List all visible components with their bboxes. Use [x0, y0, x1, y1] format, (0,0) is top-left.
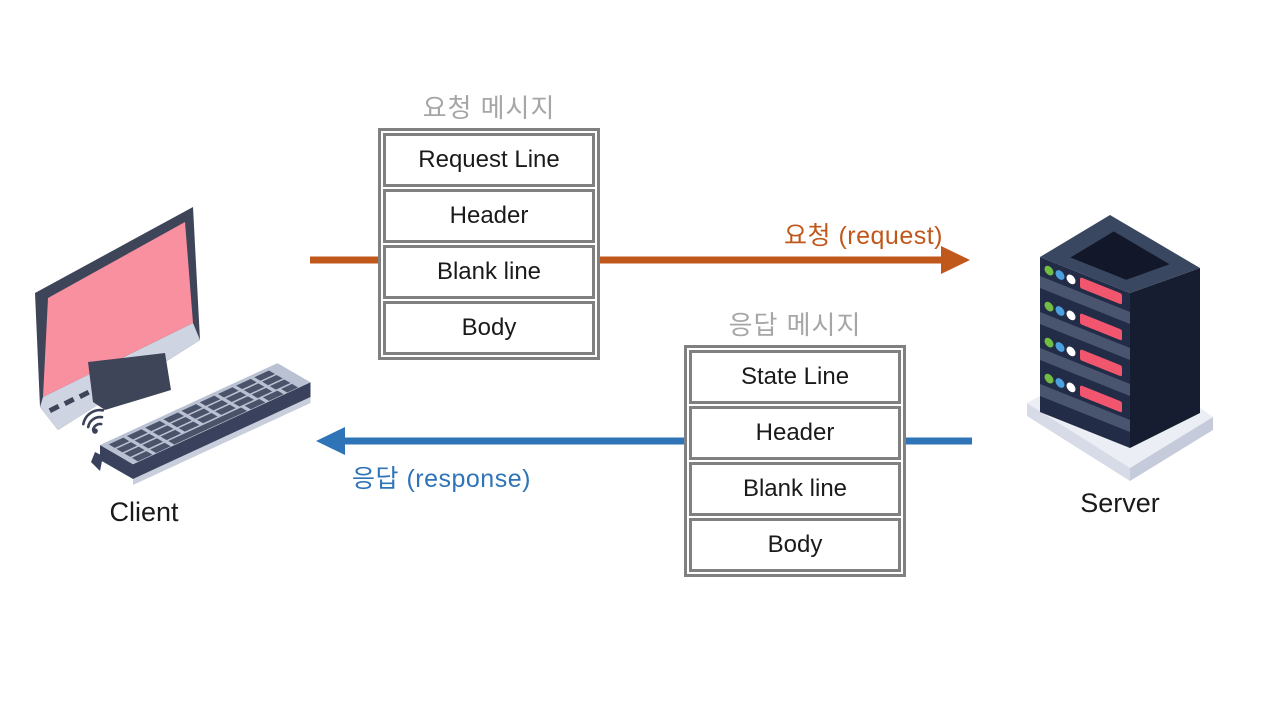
response-row-header: Header: [689, 406, 901, 460]
server-unit: [1040, 337, 1130, 397]
request-row-request-line: Request Line: [383, 133, 595, 187]
client-illustration: [35, 207, 311, 485]
request-arrow-head: [941, 246, 970, 274]
server-unit: [1040, 373, 1130, 433]
monitor-chin-vents: [48, 389, 90, 413]
request-row-header: Header: [383, 189, 595, 243]
response-message-box: State Line Header Blank line Body: [684, 345, 906, 577]
keyboard-bottom-rim: [133, 397, 311, 485]
response-row-blank-line: Blank line: [689, 462, 901, 516]
keyboard-top: [100, 363, 310, 464]
server-tower: [1040, 215, 1200, 448]
keyboard-left-side: [100, 445, 133, 479]
response-message-title: 응답 메시지: [728, 310, 862, 340]
monitor-screen: [43, 222, 193, 397]
keyboard-foot: [91, 452, 103, 471]
server-front-details: [1040, 265, 1130, 433]
server-side-face: [1130, 268, 1200, 448]
server-illustration: [1027, 215, 1213, 481]
wireless-signal-icon: [82, 408, 105, 434]
request-message-title: 요청 메시지: [422, 93, 556, 123]
server-unit: [1040, 265, 1130, 325]
request-row-body: Body: [383, 301, 595, 355]
monitor-illustration: [35, 207, 200, 430]
request-row-blank-line: Blank line: [383, 245, 595, 299]
request-message-box: Request Line Header Blank line Body: [378, 128, 600, 360]
response-row-body: Body: [689, 518, 901, 572]
response-arrow-head: [316, 427, 345, 455]
response-row-state-line: State Line: [689, 350, 901, 404]
server-unit: [1040, 301, 1130, 361]
keyboard-illustration: [91, 363, 311, 485]
monitor-stand: [88, 353, 171, 410]
keyboard-front-side: [133, 382, 311, 479]
server-top-opening: [1070, 231, 1170, 280]
